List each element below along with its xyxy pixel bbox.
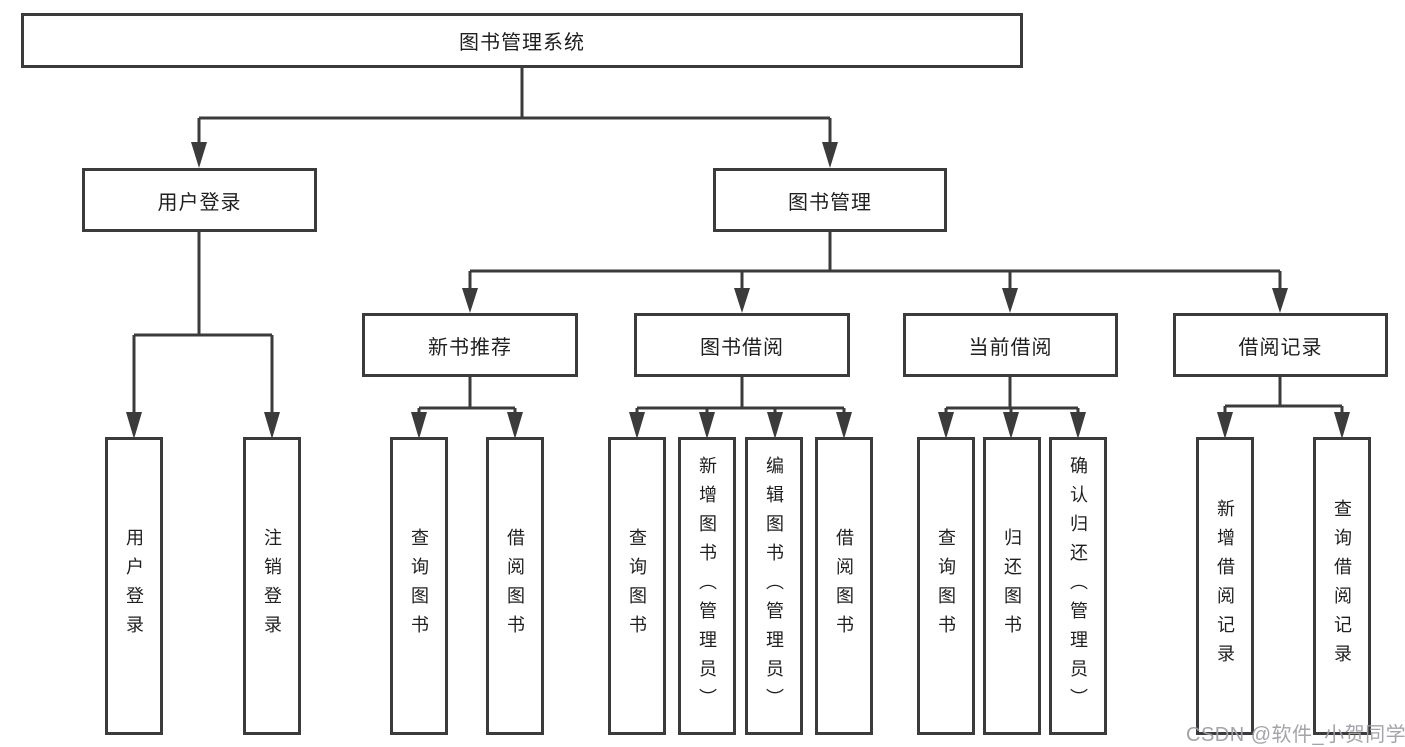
leaf-return-books: 归还图书 xyxy=(983,437,1041,735)
leaf-query-books-recommend: 查询图书 xyxy=(390,437,448,735)
connector-lines xyxy=(132,68,1344,413)
arrowheads xyxy=(126,142,1350,439)
leaf-user-login: 用户登录 xyxy=(105,437,163,735)
node-current-borrowing: 当前借阅 xyxy=(903,313,1118,377)
leaf-borrow-books: 借阅图书 xyxy=(815,437,873,735)
leaf-logout: 注销登录 xyxy=(243,437,301,735)
node-library-management-system: 图书管理系统 xyxy=(21,13,1023,68)
node-borrowing-records: 借阅记录 xyxy=(1173,313,1388,377)
leaf-confirm-return-admin: 确认归还（管理员） xyxy=(1049,437,1107,735)
leaf-borrow-books-recommend: 借阅图书 xyxy=(486,437,544,735)
node-new-book-recommendation: 新书推荐 xyxy=(362,313,578,377)
watermark: CSDN @软件_小贺同学 xyxy=(1186,724,1405,746)
node-book-management: 图书管理 xyxy=(713,168,947,232)
leaf-query-books-borrow: 查询图书 xyxy=(608,437,666,735)
leaf-query-borrow-record: 查询借阅记录 xyxy=(1313,437,1371,735)
leaf-add-books-admin: 新增图书（管理员） xyxy=(678,437,736,735)
leaf-edit-books-admin: 编辑图书（管理员） xyxy=(745,437,803,735)
leaf-query-books-current: 查询图书 xyxy=(917,437,975,735)
node-user-login: 用户登录 xyxy=(82,168,317,232)
leaf-add-borrow-record: 新增借阅记录 xyxy=(1196,437,1254,735)
node-book-borrowing: 图书借阅 xyxy=(634,313,850,377)
